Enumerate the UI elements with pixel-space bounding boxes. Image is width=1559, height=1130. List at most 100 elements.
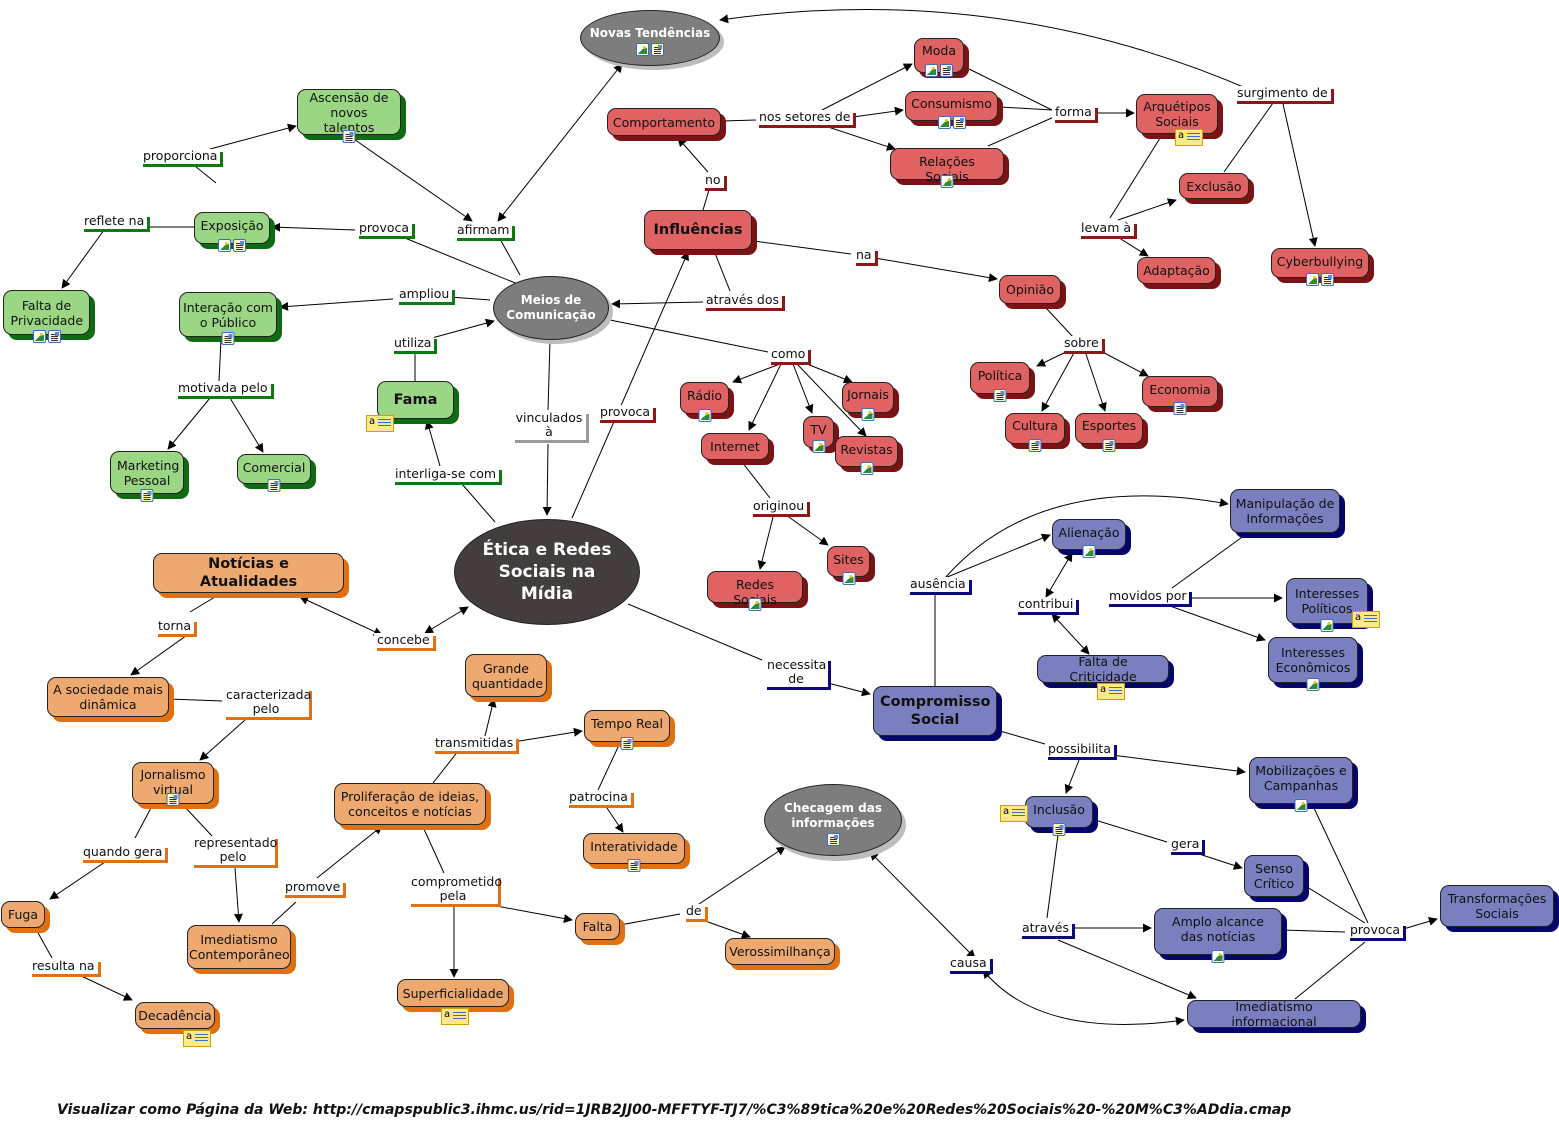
- link-proporciona[interactable]: proporciona: [140, 149, 221, 164]
- link-representado-pelo[interactable]: representado pelo: [191, 836, 277, 865]
- document-resource-icon[interactable]: [267, 479, 281, 492]
- document-resource-icon[interactable]: [651, 43, 664, 56]
- annotation-note-icon[interactable]: a: [1097, 683, 1125, 700]
- concept-economia[interactable]: Economia: [1142, 376, 1218, 415]
- image-resource-icon[interactable]: [812, 440, 825, 453]
- concept-sociedade-mais-dinamica[interactable]: A sociedade mais dinâmica: [47, 677, 169, 717]
- document-resource-icon[interactable]: [940, 64, 953, 77]
- concept-grande-quantidade[interactable]: Grande quantidade: [465, 654, 547, 697]
- annotation-note-icon[interactable]: a: [1175, 129, 1203, 146]
- concept-tv[interactable]: TV: [803, 416, 834, 453]
- link-movidos-por[interactable]: movidos por: [1106, 589, 1190, 604]
- image-resource-icon[interactable]: [925, 64, 938, 77]
- concept-interesses-politicos[interactable]: Interesses Políticos: [1286, 578, 1368, 632]
- link-ausencia[interactable]: ausência: [907, 577, 969, 592]
- concept-manipulacao-de-informacoes[interactable]: Manipulação de Informações: [1230, 489, 1340, 533]
- concept-cyberbullying[interactable]: Cyberbullying: [1271, 248, 1369, 286]
- document-resource-icon[interactable]: [826, 833, 840, 846]
- concept-falta-de-privacidade[interactable]: Falta de Privacidade: [3, 290, 90, 343]
- image-resource-icon[interactable]: [861, 408, 875, 421]
- link-provoca-transformacoes[interactable]: provoca: [1347, 923, 1404, 938]
- link-ampliou[interactable]: ampliou: [396, 287, 453, 302]
- document-resource-icon[interactable]: [166, 793, 180, 806]
- link-promove[interactable]: promove: [282, 880, 344, 895]
- image-resource-icon[interactable]: [1320, 619, 1334, 632]
- link-forma[interactable]: forma: [1052, 105, 1095, 120]
- link-quando-gera[interactable]: quando gera: [80, 845, 166, 860]
- link-levam-a[interactable]: levam à: [1078, 221, 1135, 236]
- link-no[interactable]: no: [702, 173, 724, 188]
- image-resource-icon[interactable]: [1306, 273, 1319, 286]
- concept-transformacoes-sociais[interactable]: Transformações Sociais: [1440, 885, 1554, 927]
- annotation-note-icon[interactable]: a: [183, 1030, 211, 1047]
- link-de[interactable]: de: [683, 904, 705, 919]
- concept-proliferacao-de-ideias[interactable]: Proliferação de ideias, conceitos e notí…: [334, 783, 486, 825]
- concept-mobilizacoes-e-campanhas[interactable]: Mobilizações e Campanhas: [1249, 757, 1353, 812]
- concept-politica[interactable]: Política: [970, 362, 1030, 402]
- document-resource-icon[interactable]: [627, 859, 641, 872]
- link-na[interactable]: na: [853, 248, 875, 263]
- document-resource-icon[interactable]: [1052, 823, 1066, 836]
- concept-radio[interactable]: Rádio: [680, 382, 729, 422]
- concept-adaptacao[interactable]: Adaptação: [1137, 257, 1216, 284]
- link-causa[interactable]: causa: [947, 956, 990, 971]
- link-utiliza[interactable]: utiliza: [391, 336, 435, 351]
- link-atraves-dos[interactable]: através dos: [703, 293, 783, 308]
- link-interliga-se-com[interactable]: interliga-se com: [392, 467, 500, 482]
- link-atraves[interactable]: através: [1019, 921, 1072, 936]
- concept-alienacao[interactable]: Alienação: [1052, 519, 1126, 558]
- link-surgimento-de[interactable]: surgimento de: [1234, 86, 1331, 101]
- concept-relacoes-sociais[interactable]: Relações Sociais: [890, 148, 1004, 188]
- image-resource-icon[interactable]: [1306, 678, 1320, 691]
- web-page-link[interactable]: Visualizar como Página da Web: http://cm…: [57, 1102, 1292, 1118]
- link-necessita-de[interactable]: necessita de: [764, 658, 828, 687]
- link-nos-setores-de[interactable]: nos setores de: [756, 110, 854, 125]
- image-resource-icon[interactable]: [937, 116, 951, 129]
- link-motivada-pelo[interactable]: motivada pelo: [175, 381, 271, 396]
- concept-fama[interactable]: Fama: [377, 381, 454, 419]
- document-resource-icon[interactable]: [221, 332, 235, 345]
- concept-influencias[interactable]: Influências: [644, 210, 752, 250]
- image-resource-icon[interactable]: [860, 462, 873, 475]
- concept-jornais[interactable]: Jornais: [842, 382, 894, 421]
- image-resource-icon[interactable]: [218, 239, 231, 252]
- concept-imediatismo-informacional[interactable]: Imediatismo informacional: [1187, 999, 1361, 1029]
- concept-fuga[interactable]: Fuga: [1, 901, 45, 928]
- document-resource-icon[interactable]: [1321, 273, 1334, 286]
- link-resulta-na[interactable]: resulta na: [29, 959, 98, 974]
- concept-amplo-alcance-das-noticias[interactable]: Amplo alcance das notícias: [1154, 908, 1282, 963]
- document-resource-icon[interactable]: [342, 130, 356, 143]
- image-resource-icon[interactable]: [940, 175, 954, 188]
- image-resource-icon[interactable]: [698, 409, 711, 422]
- concept-opiniao[interactable]: Opinião: [999, 275, 1061, 304]
- concept-verossimilhanca[interactable]: Verossimilhança: [725, 938, 835, 965]
- concept-jornalismo-virtual[interactable]: Jornalismo virtual: [132, 762, 214, 806]
- concept-interacao-com-o-publico[interactable]: Interação com o Público: [179, 292, 277, 345]
- concept-arquetipos-sociais[interactable]: Arquétipos Sociais: [1136, 94, 1218, 134]
- document-resource-icon[interactable]: [1173, 402, 1187, 415]
- concept-ascensao-novos-talentos[interactable]: Ascensão de novos talentos: [297, 89, 401, 143]
- link-sobre[interactable]: sobre: [1061, 336, 1102, 351]
- concept-comportamento[interactable]: Comportamento: [607, 108, 721, 136]
- concept-exposicao[interactable]: Exposição: [194, 212, 270, 252]
- concept-revistas[interactable]: Revistas: [835, 436, 898, 475]
- concept-consumismo[interactable]: Consumismo: [905, 91, 998, 129]
- image-resource-icon[interactable]: [1082, 545, 1096, 558]
- concept-falta-de-criticidade[interactable]: Falta de Criticidade: [1037, 654, 1169, 684]
- document-resource-icon[interactable]: [1028, 439, 1042, 452]
- document-resource-icon[interactable]: [47, 330, 61, 343]
- link-gera[interactable]: gera: [1168, 837, 1203, 852]
- concept-interatividade[interactable]: Interatividade: [583, 833, 685, 872]
- concept-comercial[interactable]: Comercial: [237, 454, 311, 492]
- concept-senso-critico[interactable]: Senso Crítico: [1244, 855, 1304, 897]
- image-resource-icon[interactable]: [32, 330, 46, 343]
- link-concebe[interactable]: concebe: [374, 633, 433, 648]
- document-resource-icon[interactable]: [993, 389, 1007, 402]
- concept-redes-sociais[interactable]: Redes Sociais: [707, 571, 803, 611]
- concept-compromisso-social[interactable]: Compromisso Social: [873, 686, 997, 736]
- annotation-note-icon[interactable]: a: [1000, 805, 1028, 822]
- concept-decadencia[interactable]: Decadência: [135, 1002, 215, 1029]
- link-caracterizada-pelo[interactable]: caracterizada pelo: [223, 688, 311, 717]
- concept-internet[interactable]: Internet: [701, 433, 769, 460]
- concept-exclusao[interactable]: Exclusão: [1179, 173, 1249, 199]
